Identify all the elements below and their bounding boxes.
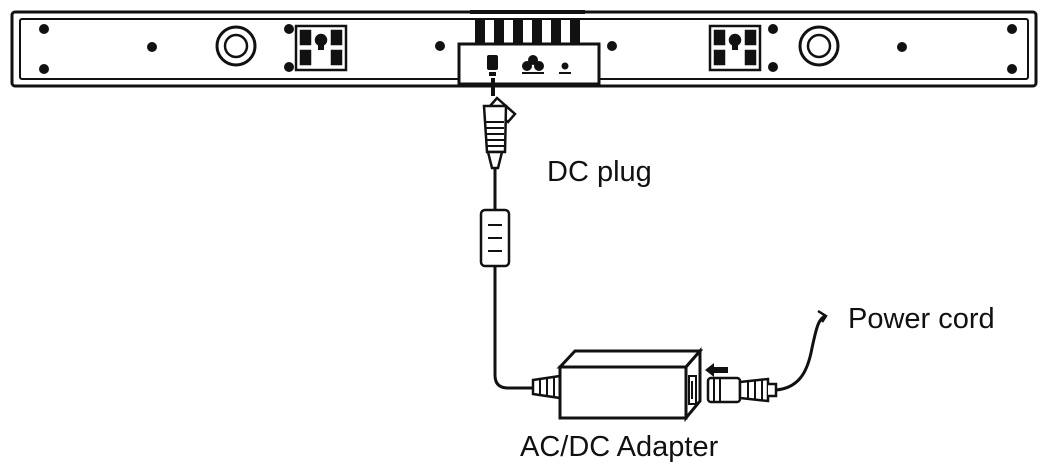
- round-port-left: [215, 25, 257, 67]
- mounting-screws: [39, 24, 1017, 74]
- power-cord-cable: [775, 314, 827, 392]
- dc-in-port: [487, 55, 498, 70]
- adapter-strain-relief: [531, 374, 562, 400]
- dc-plug: [482, 78, 517, 170]
- ferrite-core: [479, 208, 511, 268]
- ac-dc-adapter: [556, 347, 704, 423]
- connector-panel: [457, 42, 601, 86]
- round-port-right: [798, 25, 840, 67]
- dc-cable-lower: [493, 266, 533, 390]
- ac-dc-adapter-label: AC/DC Adapter: [520, 431, 719, 463]
- audio-port-cluster: [522, 55, 544, 74]
- reset-button: [561, 62, 569, 70]
- power-cord-plug: [706, 376, 778, 404]
- dc-plug-label: DC plug: [547, 156, 652, 188]
- cooling-fins: [470, 10, 585, 44]
- insert-arrow-icon: [705, 363, 728, 377]
- wall-mount-bracket-right: [708, 24, 762, 72]
- power-cord-break-mark: [817, 309, 828, 323]
- wall-mount-bracket-left: [294, 24, 348, 72]
- power-cord-label: Power cord: [848, 303, 995, 335]
